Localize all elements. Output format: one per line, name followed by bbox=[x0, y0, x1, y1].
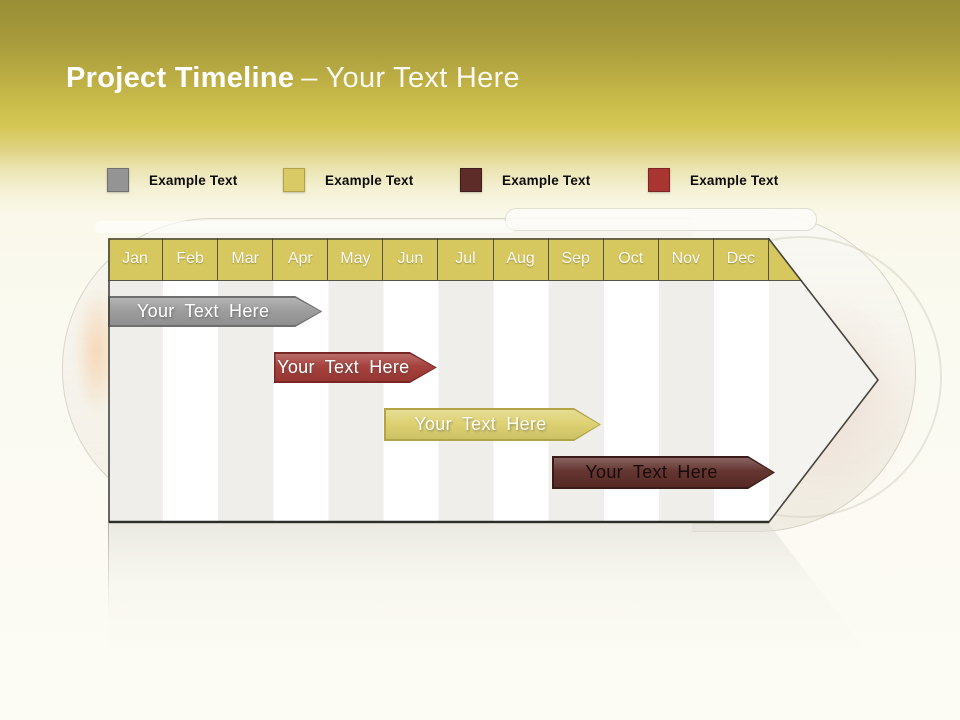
month-cell-may: May bbox=[328, 238, 384, 280]
chart-reflection-edge bbox=[108, 523, 109, 609]
legend-item-dark-maroon: Example Text bbox=[460, 168, 590, 192]
title-subtitle: – Your Text Here bbox=[301, 62, 520, 94]
page-title: Project Timeline– Your Text Here bbox=[66, 62, 520, 95]
legend-label: Example Text bbox=[502, 172, 591, 188]
task-bar-yellow: Your Text Here bbox=[384, 408, 601, 441]
legend-item-yellow: Example Text bbox=[283, 168, 413, 192]
month-cell-jun: Jun bbox=[383, 238, 439, 280]
task-bar-fill: Your Text Here bbox=[386, 410, 600, 440]
month-cell-aug: Aug bbox=[494, 238, 549, 280]
task-bar-fill: Your Text Here bbox=[554, 458, 774, 488]
legend-swatch-dark-maroon bbox=[460, 168, 482, 192]
month-cell-mar: Mar bbox=[218, 238, 274, 280]
task-bar-dark-maroon: Your Text Here bbox=[552, 456, 775, 489]
task-bar-fill: Your Text Here bbox=[110, 298, 321, 326]
month-cell-apr: Apr bbox=[273, 238, 329, 280]
task-bar-label: Your Text Here bbox=[136, 301, 270, 321]
task-bar-gray: Your Text Here bbox=[108, 296, 322, 327]
legend-label: Example Text bbox=[149, 172, 238, 188]
task-bar-fill: Your Text Here bbox=[275, 354, 435, 382]
legend-label: Example Text bbox=[325, 172, 414, 188]
task-bar-label: Your Text Here bbox=[277, 357, 410, 377]
month-cell-feb: Feb bbox=[163, 238, 219, 280]
month-cell-jan: Jan bbox=[108, 238, 164, 280]
month-cell-sep: Sep bbox=[549, 238, 604, 280]
legend-swatch-yellow bbox=[283, 168, 305, 192]
capsule-top-highlight-left bbox=[95, 221, 515, 233]
legend-label: Example Text bbox=[690, 172, 779, 188]
capsule-top-highlight bbox=[505, 208, 817, 231]
month-cell-dec: Dec bbox=[714, 238, 769, 280]
legend-item-gray: Example Text bbox=[107, 168, 237, 192]
task-bar-label: Your Text Here bbox=[414, 414, 547, 434]
legend-item-red: Example Text bbox=[648, 168, 778, 192]
month-cell-oct: Oct bbox=[604, 238, 659, 280]
month-cell-jul: Jul bbox=[438, 238, 494, 280]
month-cell-nov: Nov bbox=[659, 238, 714, 280]
task-bar-label: Your Text Here bbox=[585, 462, 718, 482]
legend-swatch-red bbox=[648, 168, 670, 192]
chart-reflection bbox=[108, 524, 879, 658]
task-bar-red: Your Text Here bbox=[274, 352, 437, 383]
legend-swatch-gray bbox=[107, 168, 129, 192]
title-bold: Project Timeline bbox=[66, 62, 295, 94]
